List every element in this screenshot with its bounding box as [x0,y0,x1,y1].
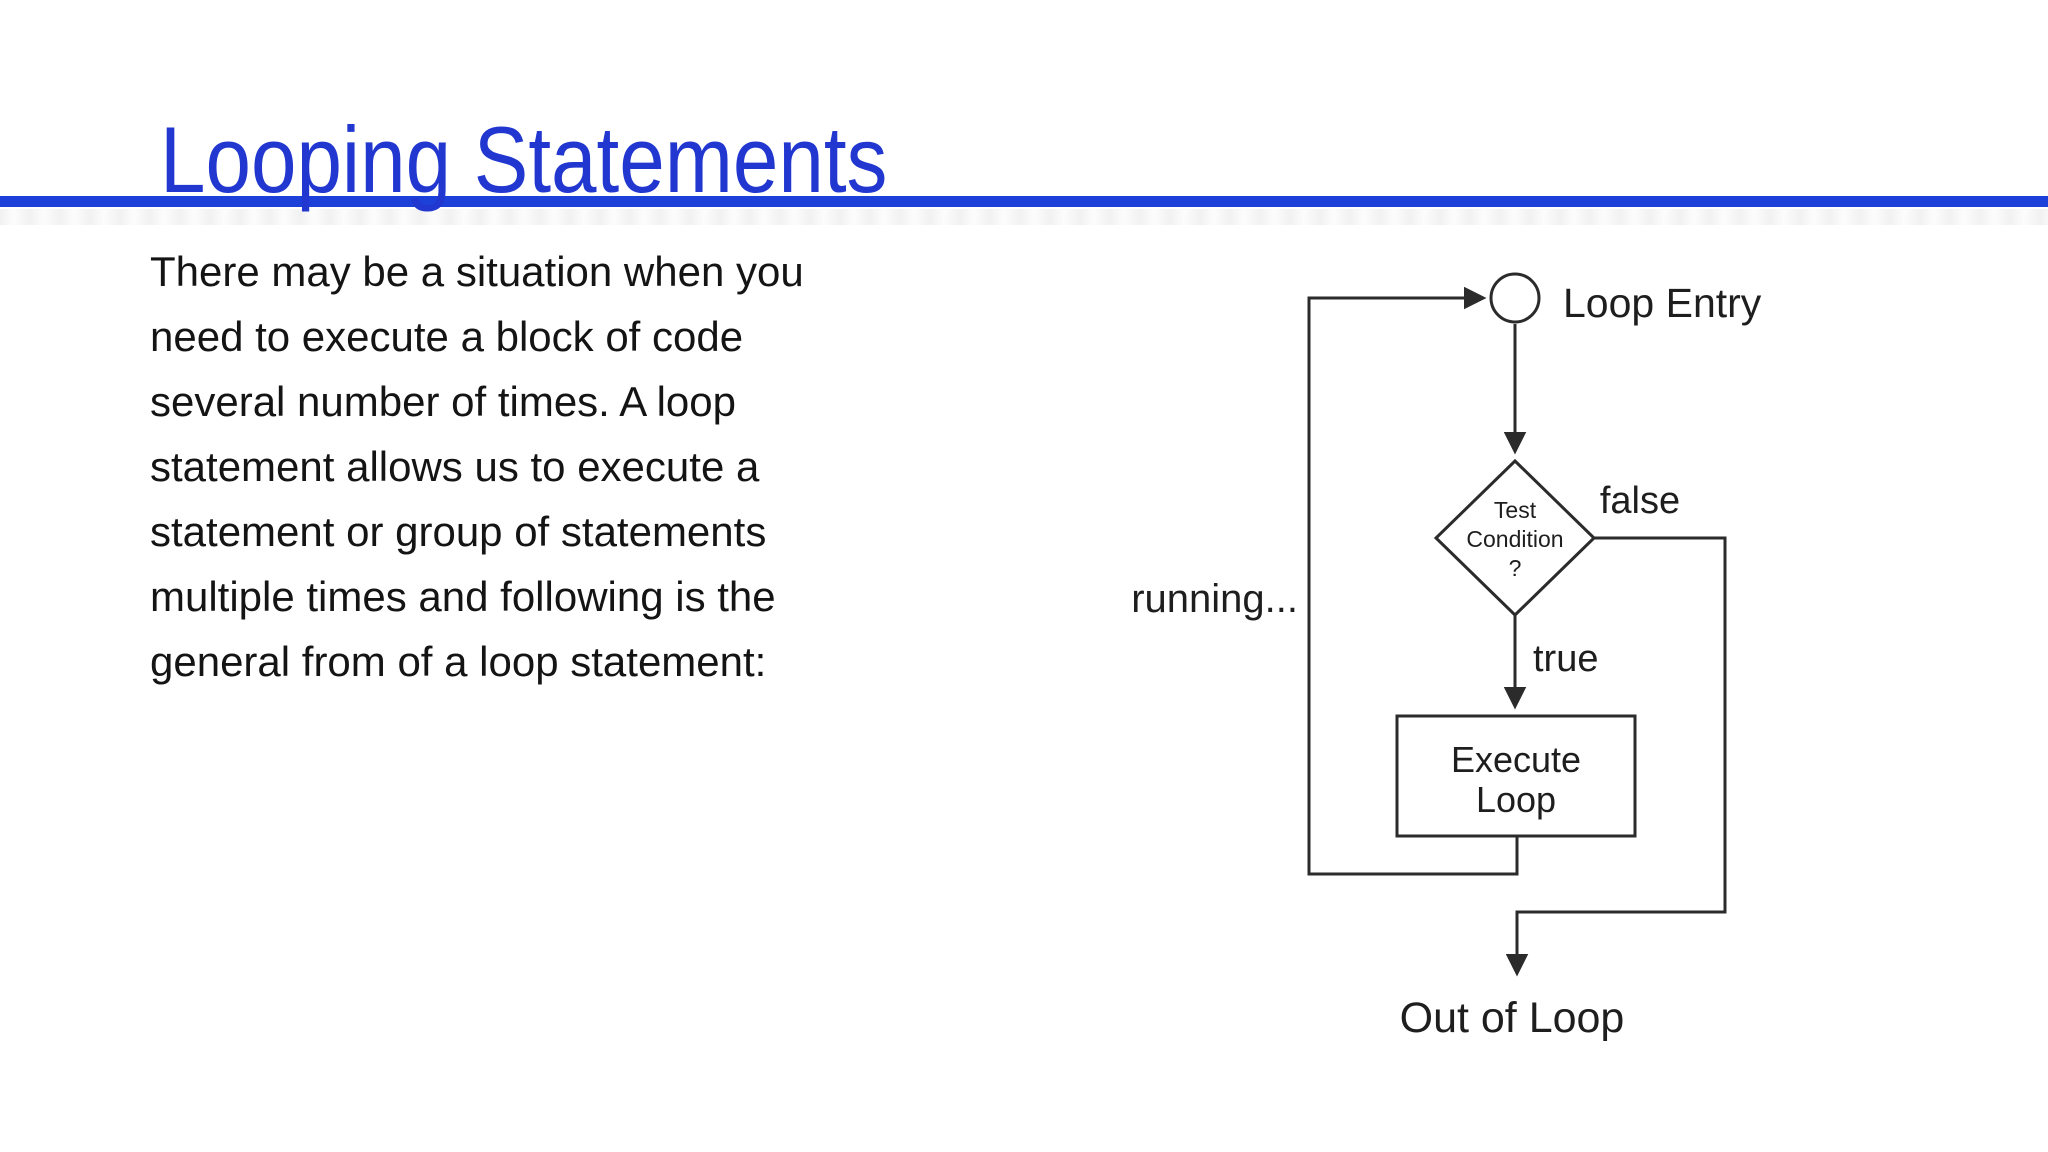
loop-entry-label: Loop Entry [1563,280,1762,326]
loop-flowchart: Loop Entry Test Condition ? false true r… [1131,272,1762,1042]
body-paragraph: There may be a situation when you need t… [150,248,804,685]
compression-artifact-band [0,209,2048,225]
false-branch-label: false [1600,480,1680,522]
loop-entry-node [1489,272,1541,324]
condition-label-line3: ? [1509,555,1522,581]
loopback-connector [1307,286,1519,876]
out-of-loop-label: Out of Loop [1400,994,1625,1042]
execute-loop-box [1395,714,1637,838]
execute-loop-label-line1: Execute [1451,739,1581,780]
execute-loop-label-line2: Loop [1476,779,1556,820]
condition-label-line2: Condition [1466,526,1563,552]
page-title: Looping Statements [160,107,888,212]
test-condition-diamond [1433,458,1597,618]
title-underline-rule [0,196,2048,207]
condition-label-line1: Test [1494,497,1537,523]
false-branch-connector [1505,536,1727,977]
running-label: running... [1131,577,1298,621]
true-branch-label: true [1533,638,1598,680]
